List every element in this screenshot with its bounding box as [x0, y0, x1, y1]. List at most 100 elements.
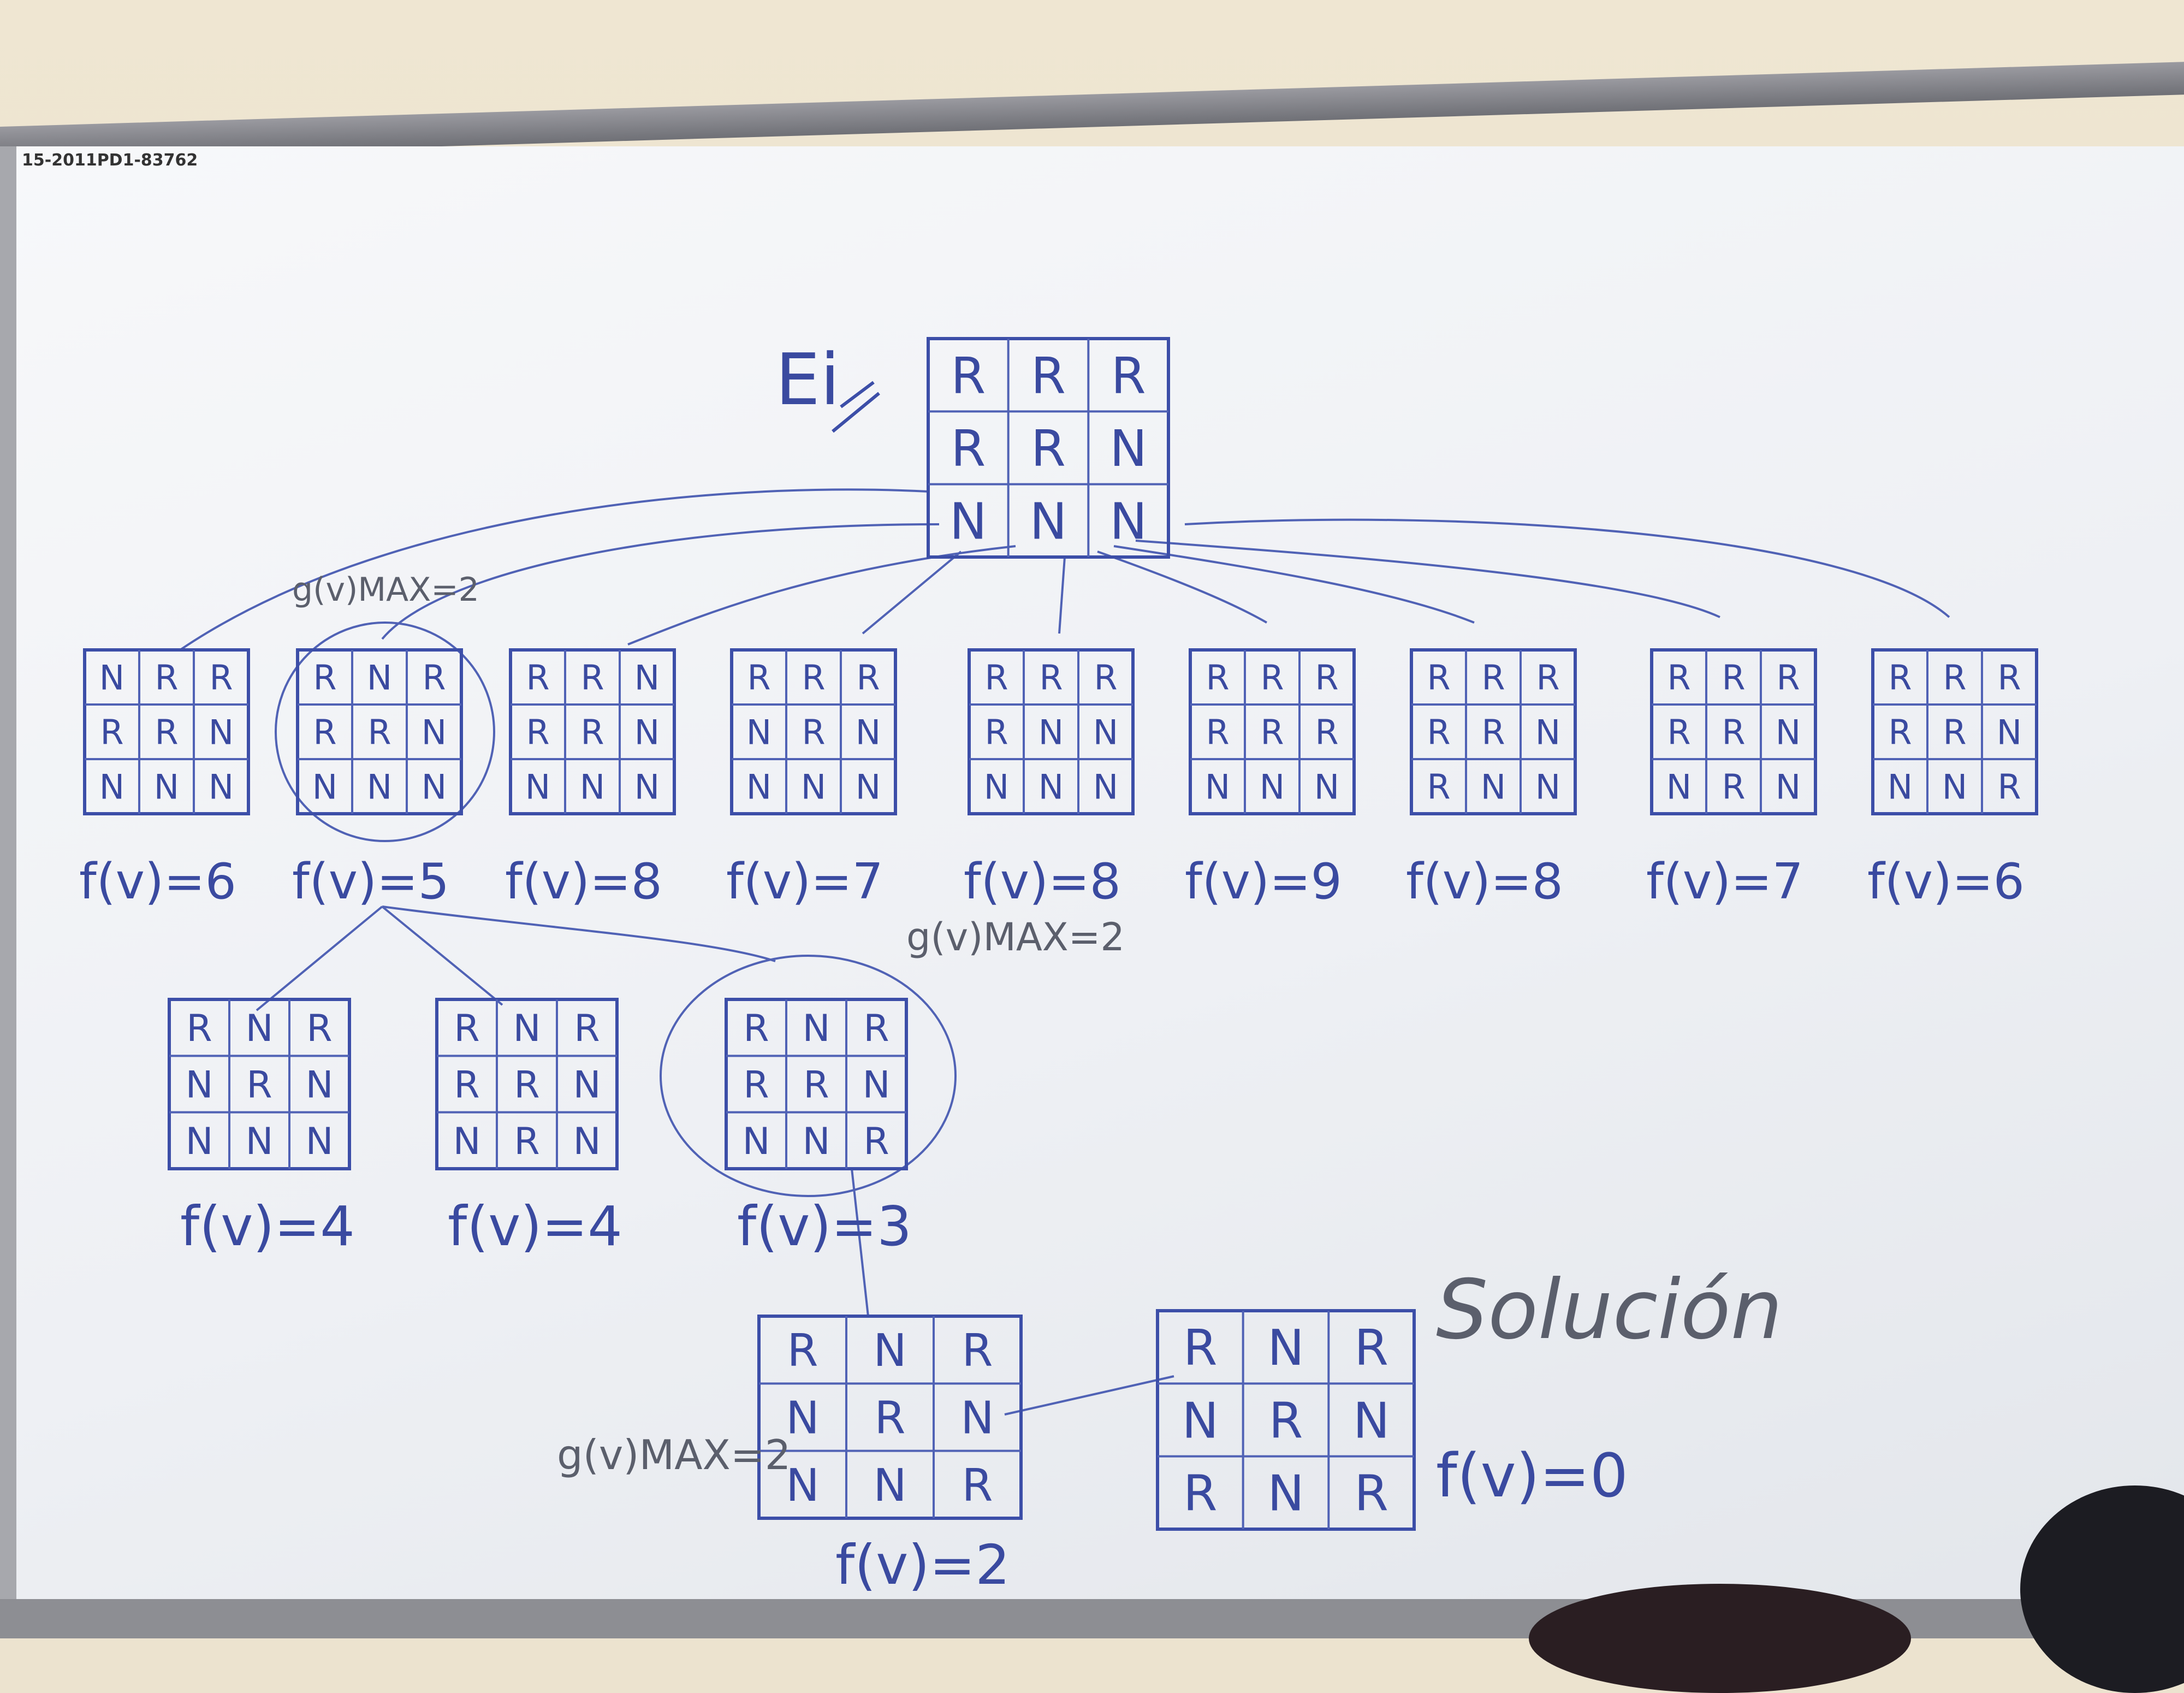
grid-cell: R	[951, 347, 986, 405]
grid-cell: N	[1093, 712, 1118, 752]
edge-root-9	[1184, 518, 1950, 618]
grid-cell: R	[1667, 712, 1690, 752]
g-max-label: g(v)MAX=2	[292, 571, 479, 609]
grid-cell: R	[1269, 1392, 1303, 1449]
grid-cell: R	[1888, 712, 1912, 752]
grid-cell: R	[1183, 1465, 1218, 1523]
grid-cell: N	[1776, 767, 1801, 807]
grid-cell: R	[1111, 347, 1146, 405]
grid-cell: R	[1427, 712, 1450, 752]
grid-cell: R	[580, 712, 604, 752]
grid-cell: N	[154, 767, 179, 807]
grid-cell: N	[1535, 712, 1560, 752]
edge-root-3	[627, 545, 1016, 646]
grid-border	[83, 648, 250, 815]
grid-cell: R	[1315, 712, 1338, 752]
grid-cell: N	[634, 658, 660, 697]
grid-cell: N	[1267, 1319, 1304, 1377]
selected-node-circle	[275, 621, 495, 842]
grid-cell: N	[803, 1007, 830, 1050]
grid-cell: N	[573, 1063, 601, 1106]
g-max-label: g(v)MAX=2	[906, 915, 1125, 960]
grid-cell: R	[1481, 712, 1505, 752]
edge-l2-l3	[851, 1168, 869, 1317]
grid-cell: N	[1267, 1465, 1304, 1523]
grid-cell: N	[513, 1007, 541, 1050]
grid-cell: R	[1260, 658, 1284, 697]
grid-cell: N	[209, 767, 234, 807]
grid-cell: R	[863, 1007, 889, 1050]
grid-border	[927, 337, 1170, 559]
f-value-label: f(v)=3	[737, 1194, 912, 1258]
f-value-label: f(v)=7	[726, 853, 883, 910]
grid-cell: N	[873, 1460, 906, 1512]
edge-l1-l2a	[256, 905, 383, 1011]
grid-cell: R	[526, 658, 549, 697]
grid-cell: R	[526, 712, 549, 752]
grid-cell: N	[186, 1120, 213, 1163]
grid-cell: R	[1997, 658, 2021, 697]
grid-cell: R	[1776, 658, 1800, 697]
grid-cell: N	[1776, 712, 1801, 752]
grid-cell: N	[1997, 712, 2022, 752]
grid-cell: R	[787, 1325, 818, 1377]
grid-cell: N	[1205, 767, 1230, 807]
grid-cell: N	[746, 767, 771, 807]
grid-cell: N	[801, 767, 826, 807]
grid-border	[730, 648, 897, 815]
grid-cell: R	[1427, 658, 1450, 697]
edge-root-6	[1097, 550, 1267, 624]
grid-cell: N	[1093, 767, 1118, 807]
grid-cell: N	[856, 767, 881, 807]
edge-root-8	[1135, 540, 1720, 618]
grid-cell: N	[634, 767, 660, 807]
grid-cell: R	[962, 1460, 993, 1512]
grid-cell: R	[743, 1007, 769, 1050]
grid-cell: N	[1182, 1392, 1219, 1449]
grid-border	[968, 648, 1135, 815]
grid-cell: N	[863, 1063, 891, 1106]
whiteboard	[0, 146, 2184, 1610]
grid-cell: R	[1354, 1319, 1388, 1377]
solution-f-label: f(v)=0	[1436, 1441, 1628, 1511]
grid-cell: N	[1030, 492, 1067, 550]
grid-cell: N	[743, 1120, 770, 1163]
grid-cell: R	[1481, 658, 1505, 697]
grid-cell: R	[306, 1007, 332, 1050]
grid-cell: N	[949, 492, 987, 550]
grid-cell: N	[1038, 712, 1064, 752]
grid-cell: N	[1666, 767, 1692, 807]
grid-cell: R	[875, 1393, 906, 1445]
grid-cell: N	[246, 1007, 274, 1050]
f-value-label: f(v)=2	[835, 1533, 1010, 1597]
grid-cell: N	[580, 767, 605, 807]
grid-cell: R	[1031, 347, 1066, 405]
grid-cell: N	[1038, 767, 1064, 807]
f-value-label: f(v)=5	[292, 853, 449, 910]
grid-cell: R	[802, 712, 825, 752]
grid-border	[168, 998, 351, 1170]
grid-cell: N	[634, 712, 660, 752]
grid-cell: R	[1206, 712, 1229, 752]
grid-cell: R	[155, 658, 178, 697]
edge-root-2	[381, 523, 940, 640]
grid-cell: R	[186, 1007, 212, 1050]
grid-cell: N	[306, 1120, 334, 1163]
